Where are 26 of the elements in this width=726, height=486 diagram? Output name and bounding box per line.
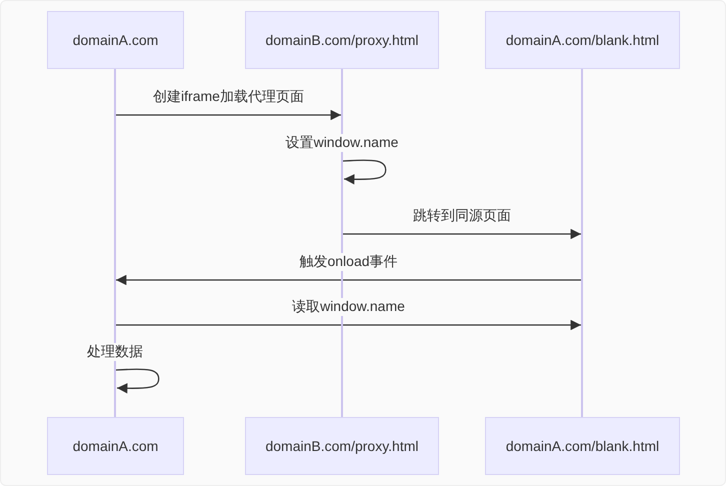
participant-name: domainA.com/blank.html xyxy=(506,438,660,454)
message-label: 跳转到同源页面 xyxy=(411,207,513,225)
message-label: 处理数据 xyxy=(85,343,145,361)
participant-box xyxy=(485,417,680,475)
message-label: 触发onload事件 xyxy=(297,253,400,271)
message-arrow xyxy=(116,110,341,120)
message-label: 设置window.name xyxy=(284,134,400,152)
participant-box xyxy=(245,417,439,475)
message-arrow xyxy=(342,160,386,184)
participant-name: domainB.com/proxy.html xyxy=(265,32,418,48)
participant-box xyxy=(47,417,184,475)
lifeline xyxy=(581,69,583,417)
participant-box xyxy=(245,11,439,69)
participant-box xyxy=(47,11,184,69)
message-arrow xyxy=(343,228,581,240)
message-arrow xyxy=(116,368,160,394)
participant-box xyxy=(485,11,680,69)
message-label: 创建iframe加载代理页面 xyxy=(151,88,306,106)
participant-name: domainA.com/blank.html xyxy=(506,32,660,48)
participant-name: domainA.com xyxy=(72,32,158,48)
lifeline xyxy=(114,69,116,417)
participant-name: domainB.com/proxy.html xyxy=(265,438,418,454)
message-label: 读取window.name xyxy=(290,298,407,316)
participant-name: domainA.com xyxy=(72,438,158,454)
message-arrow xyxy=(116,320,581,330)
message-arrow xyxy=(116,274,581,286)
